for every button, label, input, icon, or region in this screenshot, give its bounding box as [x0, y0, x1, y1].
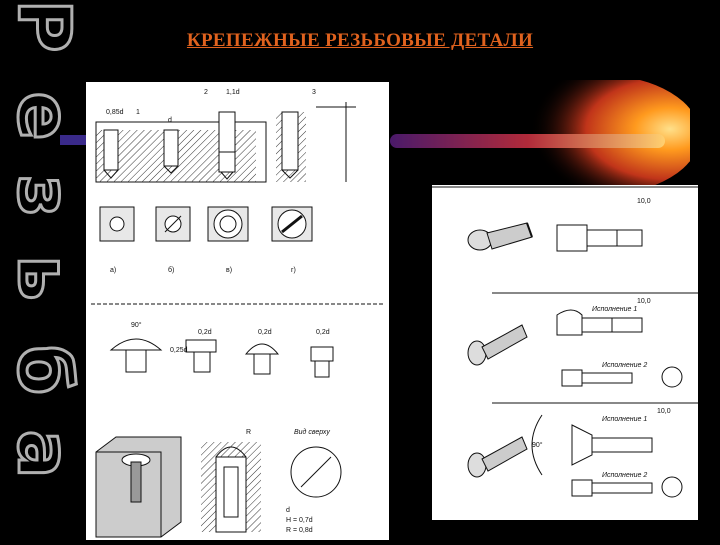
- execution-label: Исполнение 1: [592, 306, 637, 313]
- roughness-note: 10,0: [637, 198, 651, 205]
- dim-label: 0,2d: [316, 329, 330, 336]
- execution-label: Исполнение 2: [602, 362, 647, 369]
- left-drawing-panel: 0,85d 1 d 2 1,1d 3 а) б) в) г) 90° 0,2d …: [86, 82, 389, 540]
- dim-label: 0,85d: [106, 109, 124, 116]
- execution-label: Исполнение 2: [602, 472, 647, 479]
- formula-line: H = 0,7d: [286, 517, 313, 524]
- vertical-letter: б: [1, 343, 88, 396]
- variant-label: а): [110, 267, 116, 274]
- formula-line: d: [286, 507, 290, 514]
- variant-label: г): [291, 267, 296, 274]
- variant-label: б): [168, 266, 174, 274]
- right-technical-drawing: 10,0 10,0 Исполнение 1 Исполнение 2 10,0…: [432, 186, 698, 498]
- vertical-letter: ь: [1, 254, 88, 303]
- execution-label: Исполнение 1: [602, 416, 647, 423]
- dim-label: d: [168, 117, 172, 124]
- view-label: Вид сверху: [294, 428, 330, 436]
- formula-line: R = 0,8d: [286, 527, 313, 534]
- plan-views: [99, 206, 313, 242]
- screw-row-2: [467, 309, 683, 388]
- left-technical-drawing: 0,85d 1 d 2 1,1d 3 а) б) в) г) 90° 0,2d …: [91, 89, 384, 538]
- right-drawing-panel: 10,0 10,0 Исполнение 1 Исполнение 2 10,0…: [432, 185, 698, 520]
- screw-row-1: [467, 222, 643, 252]
- vertical-letter: а: [1, 428, 88, 480]
- assembly-views: [95, 436, 342, 538]
- screw-row-3: [467, 414, 683, 498]
- angle-label: 90°: [532, 441, 543, 449]
- dim-label: 0,2d: [198, 329, 212, 336]
- screw-heads: [109, 338, 334, 378]
- vertical-title: Р е з ь б а: [0, 0, 88, 540]
- angle-label: 90°: [131, 321, 142, 329]
- dim-label: 0,25d: [170, 347, 188, 354]
- slide-title: КРЕПЕЖНЫЕ РЕЗЬБОВЫЕ ДЕТАЛИ: [186, 30, 534, 51]
- dim-label: 2: [204, 89, 208, 96]
- dim-label: 1: [136, 109, 140, 116]
- hole-drawings: [95, 102, 356, 183]
- decorative-glow: [390, 80, 690, 195]
- vertical-letter: з: [1, 174, 88, 219]
- left-accent-bar: [60, 135, 90, 145]
- dim-label: 1,1d: [226, 89, 240, 96]
- dim-label: 3: [312, 89, 316, 96]
- variant-label: в): [226, 267, 232, 274]
- dim-label: 0,2d: [258, 329, 272, 336]
- radius-label: R: [246, 429, 251, 436]
- roughness-note: 10,0: [657, 408, 671, 415]
- roughness-note: 10,0: [637, 298, 651, 305]
